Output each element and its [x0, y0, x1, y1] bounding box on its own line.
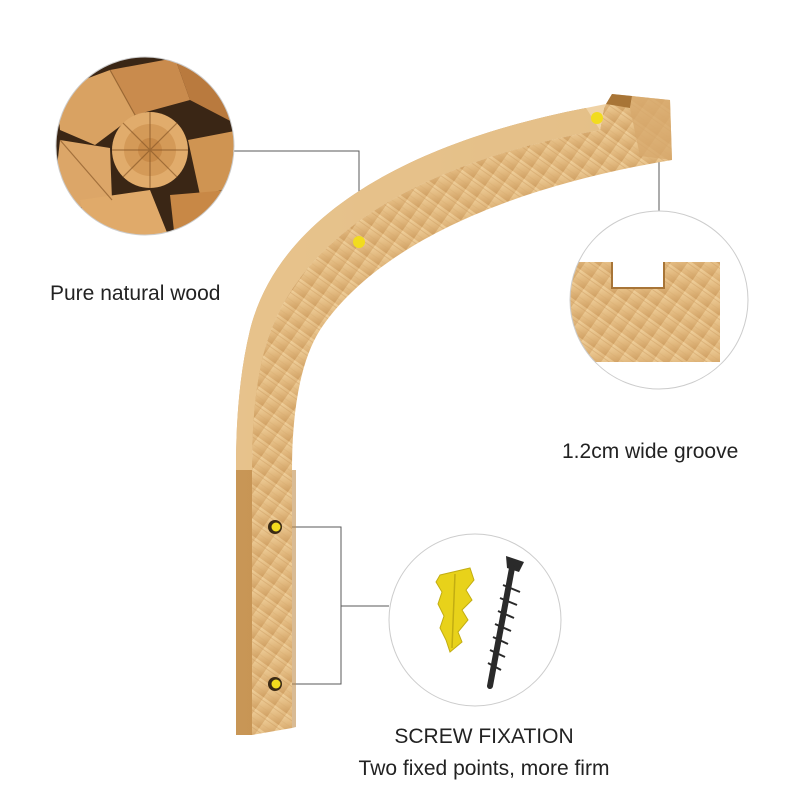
screw-and-anchor-image — [388, 533, 562, 707]
screw-hole-upper — [268, 520, 282, 534]
material-label: Pure natural wood — [50, 282, 221, 305]
marker-material — [353, 236, 365, 248]
marker-groove — [591, 112, 603, 124]
screw-icon — [487, 556, 524, 689]
groove-label: 1.2cm wide groove — [562, 440, 739, 463]
firewood-closeup-image — [55, 56, 235, 236]
screw-fixation-title: SCREW FIXATION — [394, 725, 574, 748]
groove-closeup-image — [569, 210, 749, 390]
callout-markers — [268, 112, 603, 691]
wooden-bracket — [236, 94, 672, 735]
wall-anchor-icon — [435, 567, 475, 653]
screw-hole-lower — [268, 677, 282, 691]
screw-fixation-subtitle: Two fixed points, more firm — [358, 757, 610, 780]
